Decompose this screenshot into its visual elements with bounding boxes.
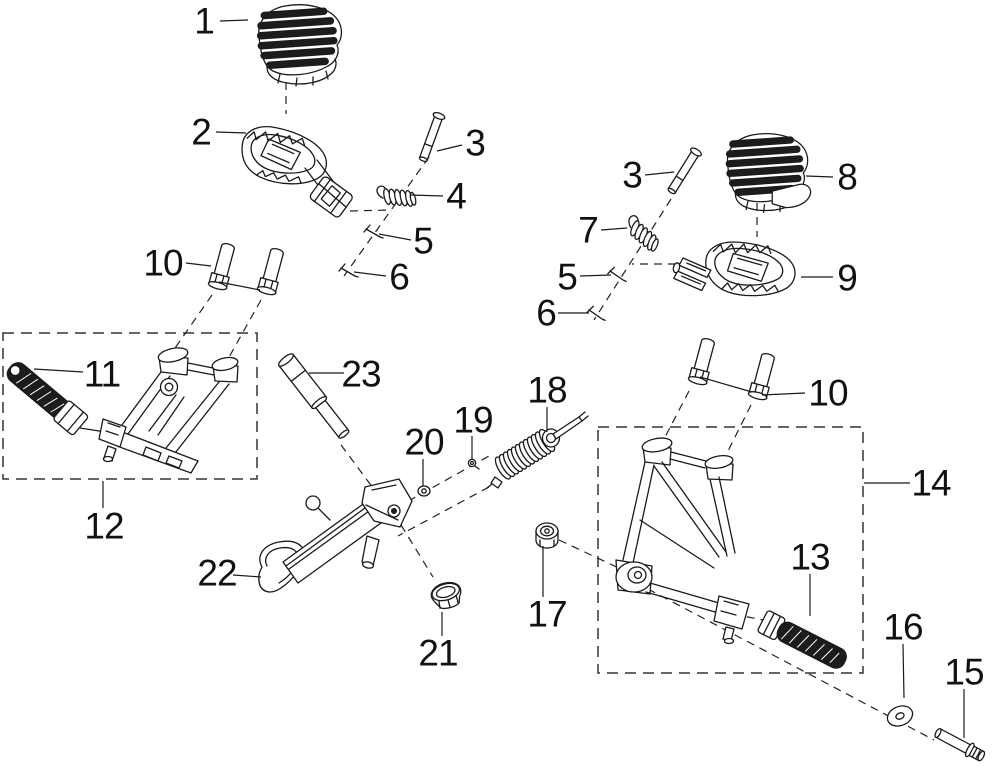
callout-10-left-leader (185, 262, 212, 267)
callout-18: 18 (527, 370, 566, 411)
part-1-footpeg-pad-left (255, 4, 343, 87)
callout-4: 4 (446, 176, 466, 217)
callout-10-right: 10 (808, 373, 848, 414)
callout-8-leader (805, 175, 834, 178)
callout-11-leader (33, 368, 84, 373)
part-20-nut (417, 485, 431, 497)
callout-6-left: 6 (389, 257, 409, 298)
callout-13: 13 (790, 537, 829, 578)
part-10-bolts-right (686, 335, 779, 402)
callout-7-leader (600, 227, 628, 231)
callout-3-right: 3 (622, 155, 642, 196)
callout-3-left-leader (436, 144, 463, 152)
part-9-footpeg-right (672, 241, 796, 297)
callout-5-right: 5 (557, 257, 577, 298)
part-16-washer (886, 705, 914, 727)
callout-3-left: 3 (465, 123, 485, 164)
assembly-box-14 (597, 426, 864, 674)
part-18-stand-spring (486, 411, 589, 489)
callout-1-leader (219, 19, 249, 22)
part-12-bracket-left (98, 347, 239, 474)
callout-8: 8 (837, 157, 857, 198)
callout-2-leader (215, 131, 247, 134)
callout-1: 1 (194, 1, 214, 42)
callout-10-left: 10 (143, 243, 183, 284)
part-5-split-pin-right (606, 266, 628, 283)
callout-17: 17 (527, 594, 566, 635)
callout-7: 7 (578, 210, 598, 251)
callout-16-leader (902, 643, 905, 699)
part-4-spring-left (375, 185, 419, 209)
callout-12: 12 (84, 506, 123, 547)
callout-6-left-leader (353, 271, 387, 277)
callout-15: 15 (944, 652, 984, 693)
part-11-folding-footpeg (6, 362, 113, 436)
callout-3-right-leader (644, 171, 675, 176)
callout-5-right-leader (579, 274, 612, 277)
callout-22-leader (232, 574, 262, 578)
part-10-bolts-left (206, 240, 288, 297)
part-14-bracket-right (615, 437, 750, 645)
callout-2: 2 (191, 112, 211, 153)
part-17-flange-nut (535, 522, 559, 549)
part-7-spring-right (620, 213, 666, 255)
part-3-pin-left (416, 110, 447, 164)
callout-9: 9 (837, 258, 857, 299)
callout-19: 19 (453, 400, 492, 441)
callout-11: 11 (84, 354, 120, 395)
callout-5-left: 5 (413, 221, 433, 262)
assembly-box-12 (2, 332, 258, 480)
part-5-split-pin-left (363, 224, 384, 239)
callout-21: 21 (418, 633, 457, 674)
callout-23: 23 (341, 354, 380, 395)
part-15-flange-bolt (934, 727, 986, 762)
part-23-pivot-bolt (277, 353, 350, 439)
callout-16: 16 (883, 607, 922, 648)
callout-10-right-leader (761, 392, 806, 396)
part-19-screw (467, 458, 480, 470)
part-3-pin-right (664, 145, 704, 197)
callout-4-leader (410, 194, 444, 197)
part-2-footpeg-left (241, 126, 353, 218)
callout-6-right: 6 (536, 293, 556, 334)
part-21-cap-nut (430, 581, 462, 610)
assembly-boxes (2, 332, 864, 674)
part-6-split-pin-left (338, 263, 359, 278)
part-6-split-pin-right (585, 305, 607, 322)
callout-22: 22 (197, 553, 236, 594)
callout-14: 14 (911, 463, 951, 504)
part-22-side-stand (258, 478, 413, 593)
callout-5-left-leader (378, 233, 412, 241)
part-13-passenger-footpeg (757, 610, 847, 669)
part-8-footpeg-pad-right (723, 133, 812, 214)
callout-20: 20 (404, 422, 444, 463)
